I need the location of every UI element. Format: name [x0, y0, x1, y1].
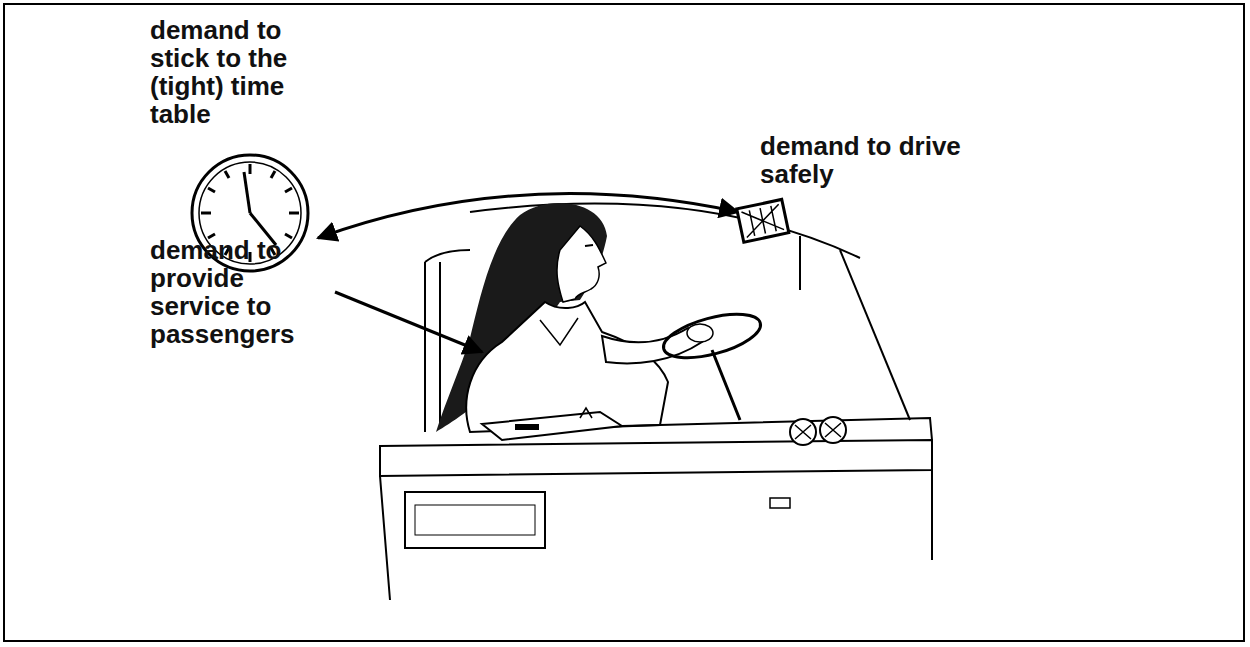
driver-eye	[585, 245, 593, 246]
ticket-slot	[515, 424, 539, 430]
windshield-pillar	[840, 250, 910, 420]
console-side	[380, 470, 932, 600]
driver-hand	[687, 324, 713, 342]
console-switch	[770, 498, 790, 508]
clock-hand	[244, 172, 250, 213]
gauge-needle	[795, 423, 841, 439]
clock-tick	[271, 171, 275, 178]
mirror-post	[799, 236, 801, 290]
sign-hatch	[741, 204, 784, 237]
steering-column	[712, 350, 740, 420]
clock-tick	[249, 164, 252, 174]
callout-label: demand to provide service to passengers	[150, 236, 330, 348]
sign-plate	[737, 199, 789, 242]
frame-border	[4, 4, 1244, 641]
steering-wheel	[659, 306, 765, 367]
ticket-machine	[482, 412, 622, 440]
clock-tick	[285, 234, 292, 238]
clock-tick	[289, 212, 299, 215]
callout-label: demand to stick to the (tight) time tabl…	[150, 16, 300, 128]
console-panel	[405, 492, 545, 548]
dashboard	[380, 440, 932, 476]
dashboard-top	[622, 418, 932, 440]
safety-sign	[737, 199, 789, 242]
clock-tick	[208, 188, 215, 192]
console-panel-inner	[415, 505, 535, 535]
driver-body	[466, 302, 668, 432]
driver-face	[557, 226, 606, 302]
leader-arrow	[335, 292, 482, 352]
ticket-lever	[580, 408, 592, 418]
clock-tick	[201, 212, 211, 215]
shirt-collar	[540, 318, 578, 345]
callout-label: demand to drive safely	[760, 132, 990, 188]
clock-tick	[225, 171, 229, 178]
clock-tick	[285, 188, 292, 192]
